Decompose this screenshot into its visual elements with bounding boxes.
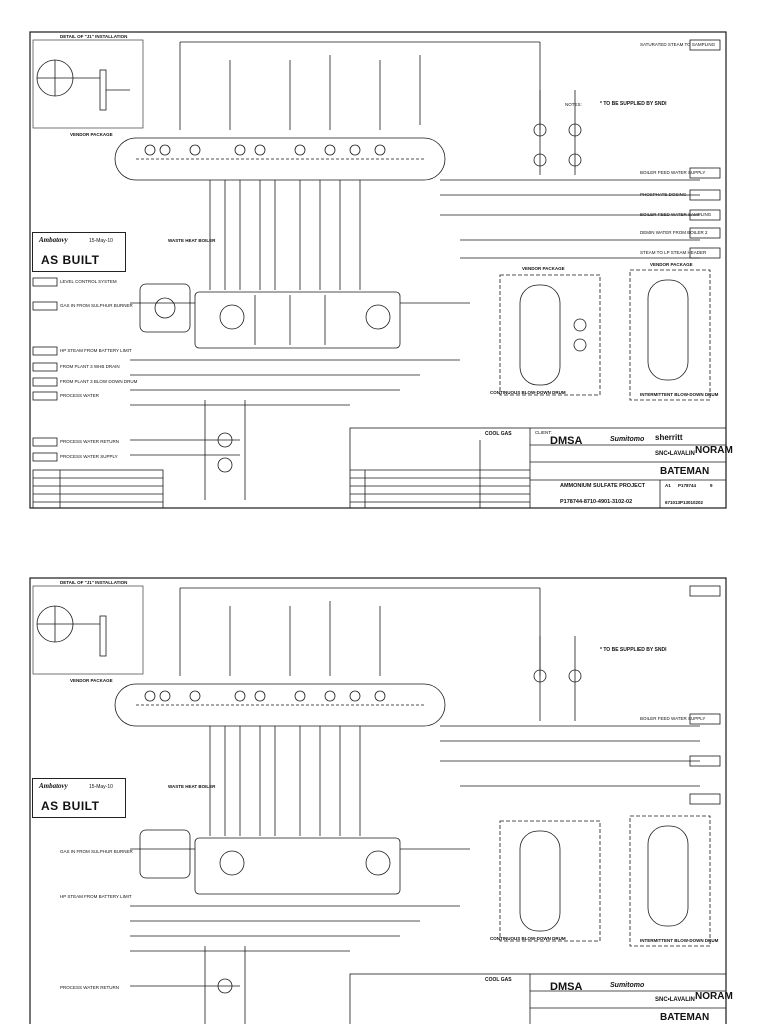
- cool-gas-label-bottom: COOL GAS: [485, 977, 512, 983]
- intermittent-blowdown-label: INTERMITTENT BLOW-DOWN DRUM: [640, 392, 719, 397]
- detail-title: DETAIL OF "J1" INSTALLATION: [60, 34, 128, 39]
- stamp-date-bottom: 15-May-10: [89, 784, 113, 790]
- bateman-logo-bottom: BATEMAN: [660, 1012, 710, 1023]
- left-stream-7: PROCESS WATER RETURN: [60, 439, 120, 444]
- intermittent-blowdown-drum: [647, 279, 689, 381]
- left-stream-2: GAS IN FROM SULPHUR BURNER: [60, 303, 133, 308]
- client-label: CLIENT:: [535, 430, 552, 435]
- left-stream-3-bottom: HP STEAM FROM BATTERY LIMIT: [60, 894, 132, 899]
- sumitomo-logo-bottom: Sumitomo: [610, 982, 645, 989]
- vendor-package-label-2: VENDOR PACKAGE: [522, 266, 565, 271]
- vendor-package-label-bottom: VENDOR PACKAGE: [70, 678, 113, 683]
- as-built-stamp: Ambatovy 15-May-10 AS BUILT: [32, 232, 126, 272]
- pid-diagram-top: [29, 31, 727, 509]
- project-no: P178744: [678, 483, 697, 488]
- left-stream-5: FROM PLANT 3 BLOW DOWN DRUM: [60, 379, 138, 384]
- snc-logo-bottom: SNC•LAVALIN: [655, 997, 695, 1003]
- right-stream-6: STEAM TO LP STEAM HEADER: [640, 250, 707, 255]
- right-stream-2-bottom: BOILER FEED WATER SUPPLY: [640, 716, 706, 721]
- noram-logo: NORAM: [695, 445, 733, 456]
- right-stream-4: BOILER FEED WATER SAMPLING: [640, 212, 712, 217]
- rev-no: 9: [710, 483, 713, 488]
- steam-drum: [114, 137, 446, 181]
- sumitomo-logo-top: Sumitomo: [610, 436, 645, 443]
- right-stream-5: DEMIN WATER FROM BOILER 2: [640, 230, 708, 235]
- project-title: AMMONIUM SULFATE PROJECT: [560, 483, 646, 489]
- size-label: A1: [665, 483, 671, 488]
- dmsa-logo-bottom: DMSA: [550, 981, 583, 993]
- drawing-number: P178744-8710-4901-3102-02: [560, 499, 633, 505]
- page-divider: [0, 512, 768, 546]
- bateman-logo: BATEMAN: [660, 466, 710, 477]
- drawing-sheet-bottom: DETAIL OF "J1" INSTALLATION VENDOR PACKA…: [0, 546, 768, 1024]
- notes-label: NOTES:: [565, 102, 582, 107]
- left-stream-3: HP STEAM FROM BATTERY LIMIT: [60, 348, 132, 353]
- supplied-note: * TO BE SUPPLIED BY SNDI: [600, 101, 667, 107]
- stamp-as-built: AS BUILT: [41, 253, 100, 267]
- waste-heat-boiler-label: WASTE HEAT BOILER: [168, 238, 216, 243]
- sherritt-logo: sherritt: [655, 433, 683, 442]
- left-stream-6: PROCESS WATER: [60, 393, 100, 398]
- left-stream-7-bottom: PROCESS WATER RETURN: [60, 985, 120, 990]
- snc-logo: SNC•LAVALIN: [655, 451, 695, 457]
- waste-heat-boiler: [194, 291, 401, 349]
- continuous-blowdown-label: CONTINUOUS BLOW-DOWN DRUM: [490, 390, 566, 395]
- title-block: [349, 427, 727, 509]
- drawing-sheet-top: DETAIL OF "J1" INSTALLATION VENDOR PACKA…: [29, 31, 733, 509]
- pid-diagram-bottom: [29, 577, 727, 1024]
- noram-logo-bottom: NORAM: [695, 991, 733, 1002]
- vendor-package-label: VENDOR PACKAGE: [70, 132, 113, 137]
- stamp-logo: Ambatovy: [39, 236, 68, 244]
- continuous-blowdown-label-bottom: CONTINUOUS BLOW-DOWN DRUM: [490, 936, 566, 941]
- dmsa-logo: DMSA: [550, 435, 583, 447]
- left-stream-2-bottom: GAS IN FROM SULPHUR BURNER: [60, 849, 133, 854]
- right-stream-3: PHOSPHATE DOSING: [640, 192, 687, 197]
- supplied-note-bottom: * TO BE SUPPLIED BY SNDI: [600, 647, 667, 653]
- right-stream-2: BOILER FEED WATER SUPPLY: [640, 170, 706, 175]
- right-stream-1: SATURATED STEAM TO SAMPLING: [640, 42, 716, 47]
- vendor-package-label-3: VENDOR PACKAGE: [650, 262, 693, 267]
- waste-heat-boiler-label-bottom: WASTE HEAT BOILER: [168, 784, 216, 789]
- stamp-date: 15-May-10: [89, 238, 113, 244]
- cool-gas-label: COOL GAS: [485, 431, 512, 437]
- left-stream-1: LEVEL CONTROL SYSTEM: [60, 279, 117, 284]
- intermittent-blowdown-label-bottom: INTERMITTENT BLOW-DOWN DRUM: [640, 938, 719, 943]
- sheet-id: 671013P13010202: [665, 500, 704, 505]
- as-built-stamp-bottom: Ambatovy 15-May-10 AS BUILT: [32, 778, 126, 818]
- stamp-logo-bottom: Ambatovy: [39, 782, 68, 790]
- left-stream-4: FROM PLANT 3 WHB DRAIN: [60, 364, 120, 369]
- continuous-blowdown-drum: [519, 284, 561, 386]
- stamp-as-built-bottom: AS BUILT: [41, 799, 100, 813]
- detail-title-bottom: DETAIL OF "J1" INSTALLATION: [60, 580, 128, 585]
- left-stream-8: PROCESS WATER SUPPLY: [60, 454, 118, 459]
